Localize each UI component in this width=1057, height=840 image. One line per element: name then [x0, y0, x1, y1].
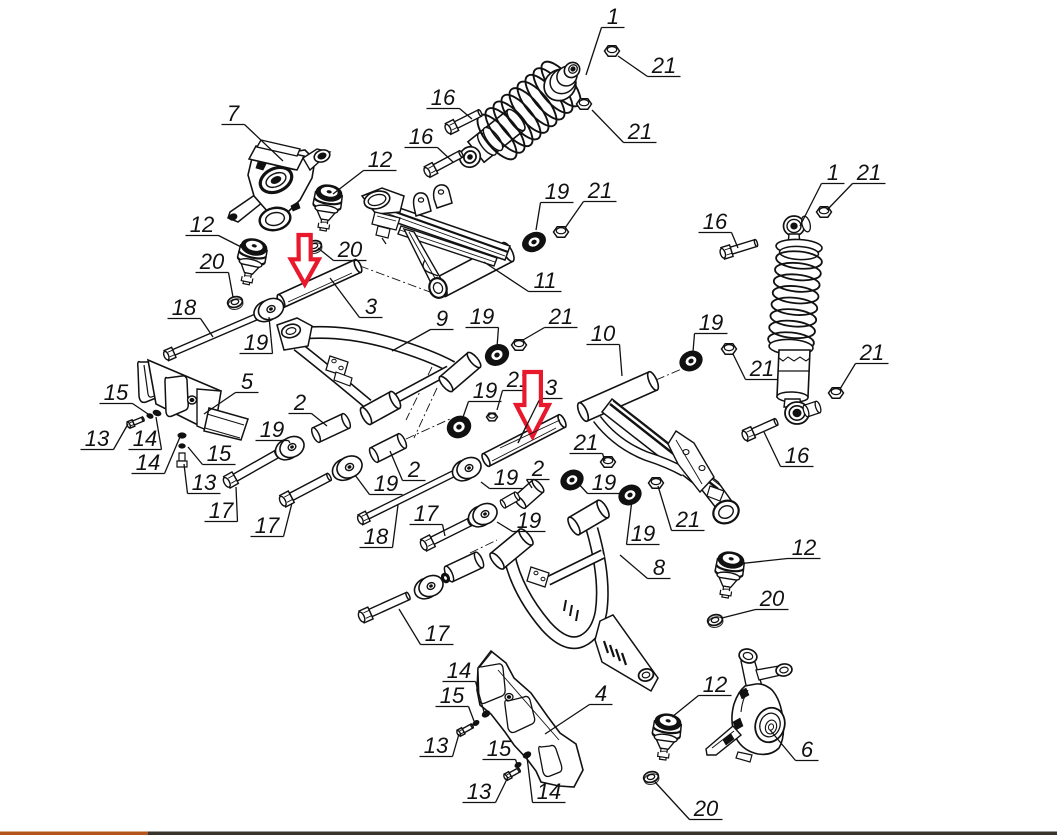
svg-text:16: 16: [785, 443, 810, 468]
svg-text:17: 17: [209, 498, 234, 523]
svg-text:19: 19: [473, 378, 497, 403]
svg-text:21: 21: [749, 356, 774, 381]
svg-text:20: 20: [693, 796, 719, 821]
svg-text:16: 16: [703, 209, 728, 234]
svg-text:13: 13: [85, 426, 110, 451]
svg-text:15: 15: [104, 380, 129, 405]
svg-text:19: 19: [260, 417, 284, 442]
svg-text:20: 20: [199, 249, 225, 274]
svg-text:21: 21: [651, 53, 676, 78]
svg-text:5: 5: [241, 369, 254, 394]
svg-text:15: 15: [440, 683, 465, 708]
svg-text:21: 21: [675, 507, 700, 532]
svg-text:14: 14: [133, 426, 157, 451]
svg-text:3: 3: [365, 294, 378, 319]
svg-text:4: 4: [595, 681, 607, 706]
svg-text:15: 15: [207, 441, 232, 466]
svg-text:19: 19: [631, 521, 655, 546]
svg-text:9: 9: [436, 306, 448, 331]
svg-text:12: 12: [190, 212, 214, 237]
svg-text:13: 13: [467, 779, 492, 804]
svg-text:21: 21: [573, 430, 598, 455]
svg-text:8: 8: [653, 555, 666, 580]
svg-text:3: 3: [545, 375, 558, 400]
svg-text:19: 19: [470, 304, 494, 329]
svg-text:19: 19: [374, 471, 398, 496]
svg-text:21: 21: [856, 160, 881, 185]
svg-text:14: 14: [447, 658, 471, 683]
svg-text:2: 2: [407, 457, 420, 482]
svg-text:18: 18: [172, 295, 197, 320]
svg-text:17: 17: [414, 501, 439, 526]
svg-text:6: 6: [801, 737, 814, 762]
svg-text:1: 1: [827, 160, 839, 185]
svg-text:2: 2: [293, 390, 306, 415]
svg-text:17: 17: [425, 621, 450, 646]
svg-text:17: 17: [255, 513, 280, 538]
svg-text:16: 16: [409, 124, 434, 149]
svg-text:13: 13: [424, 733, 449, 758]
svg-text:12: 12: [368, 147, 392, 172]
svg-text:20: 20: [759, 586, 785, 611]
svg-text:2: 2: [531, 456, 544, 481]
svg-text:1: 1: [607, 4, 619, 29]
svg-text:21: 21: [587, 178, 612, 203]
svg-text:21: 21: [548, 304, 573, 329]
svg-text:19: 19: [517, 508, 541, 533]
svg-text:10: 10: [591, 321, 616, 346]
svg-text:21: 21: [627, 119, 652, 144]
svg-text:14: 14: [537, 779, 561, 804]
svg-text:11: 11: [534, 268, 557, 293]
svg-text:12: 12: [703, 672, 727, 697]
svg-text:18: 18: [364, 524, 389, 549]
svg-text:19: 19: [699, 310, 723, 335]
svg-text:12: 12: [792, 535, 816, 560]
svg-text:19: 19: [592, 470, 616, 495]
svg-text:14: 14: [136, 450, 160, 475]
svg-text:20: 20: [337, 237, 363, 262]
svg-text:13: 13: [192, 470, 217, 495]
svg-text:19: 19: [545, 179, 569, 204]
svg-text:21: 21: [859, 340, 884, 365]
svg-text:19: 19: [244, 330, 268, 355]
svg-text:7: 7: [227, 101, 240, 126]
svg-text:15: 15: [487, 736, 512, 761]
svg-text:16: 16: [431, 85, 456, 110]
svg-text:19: 19: [494, 465, 518, 490]
